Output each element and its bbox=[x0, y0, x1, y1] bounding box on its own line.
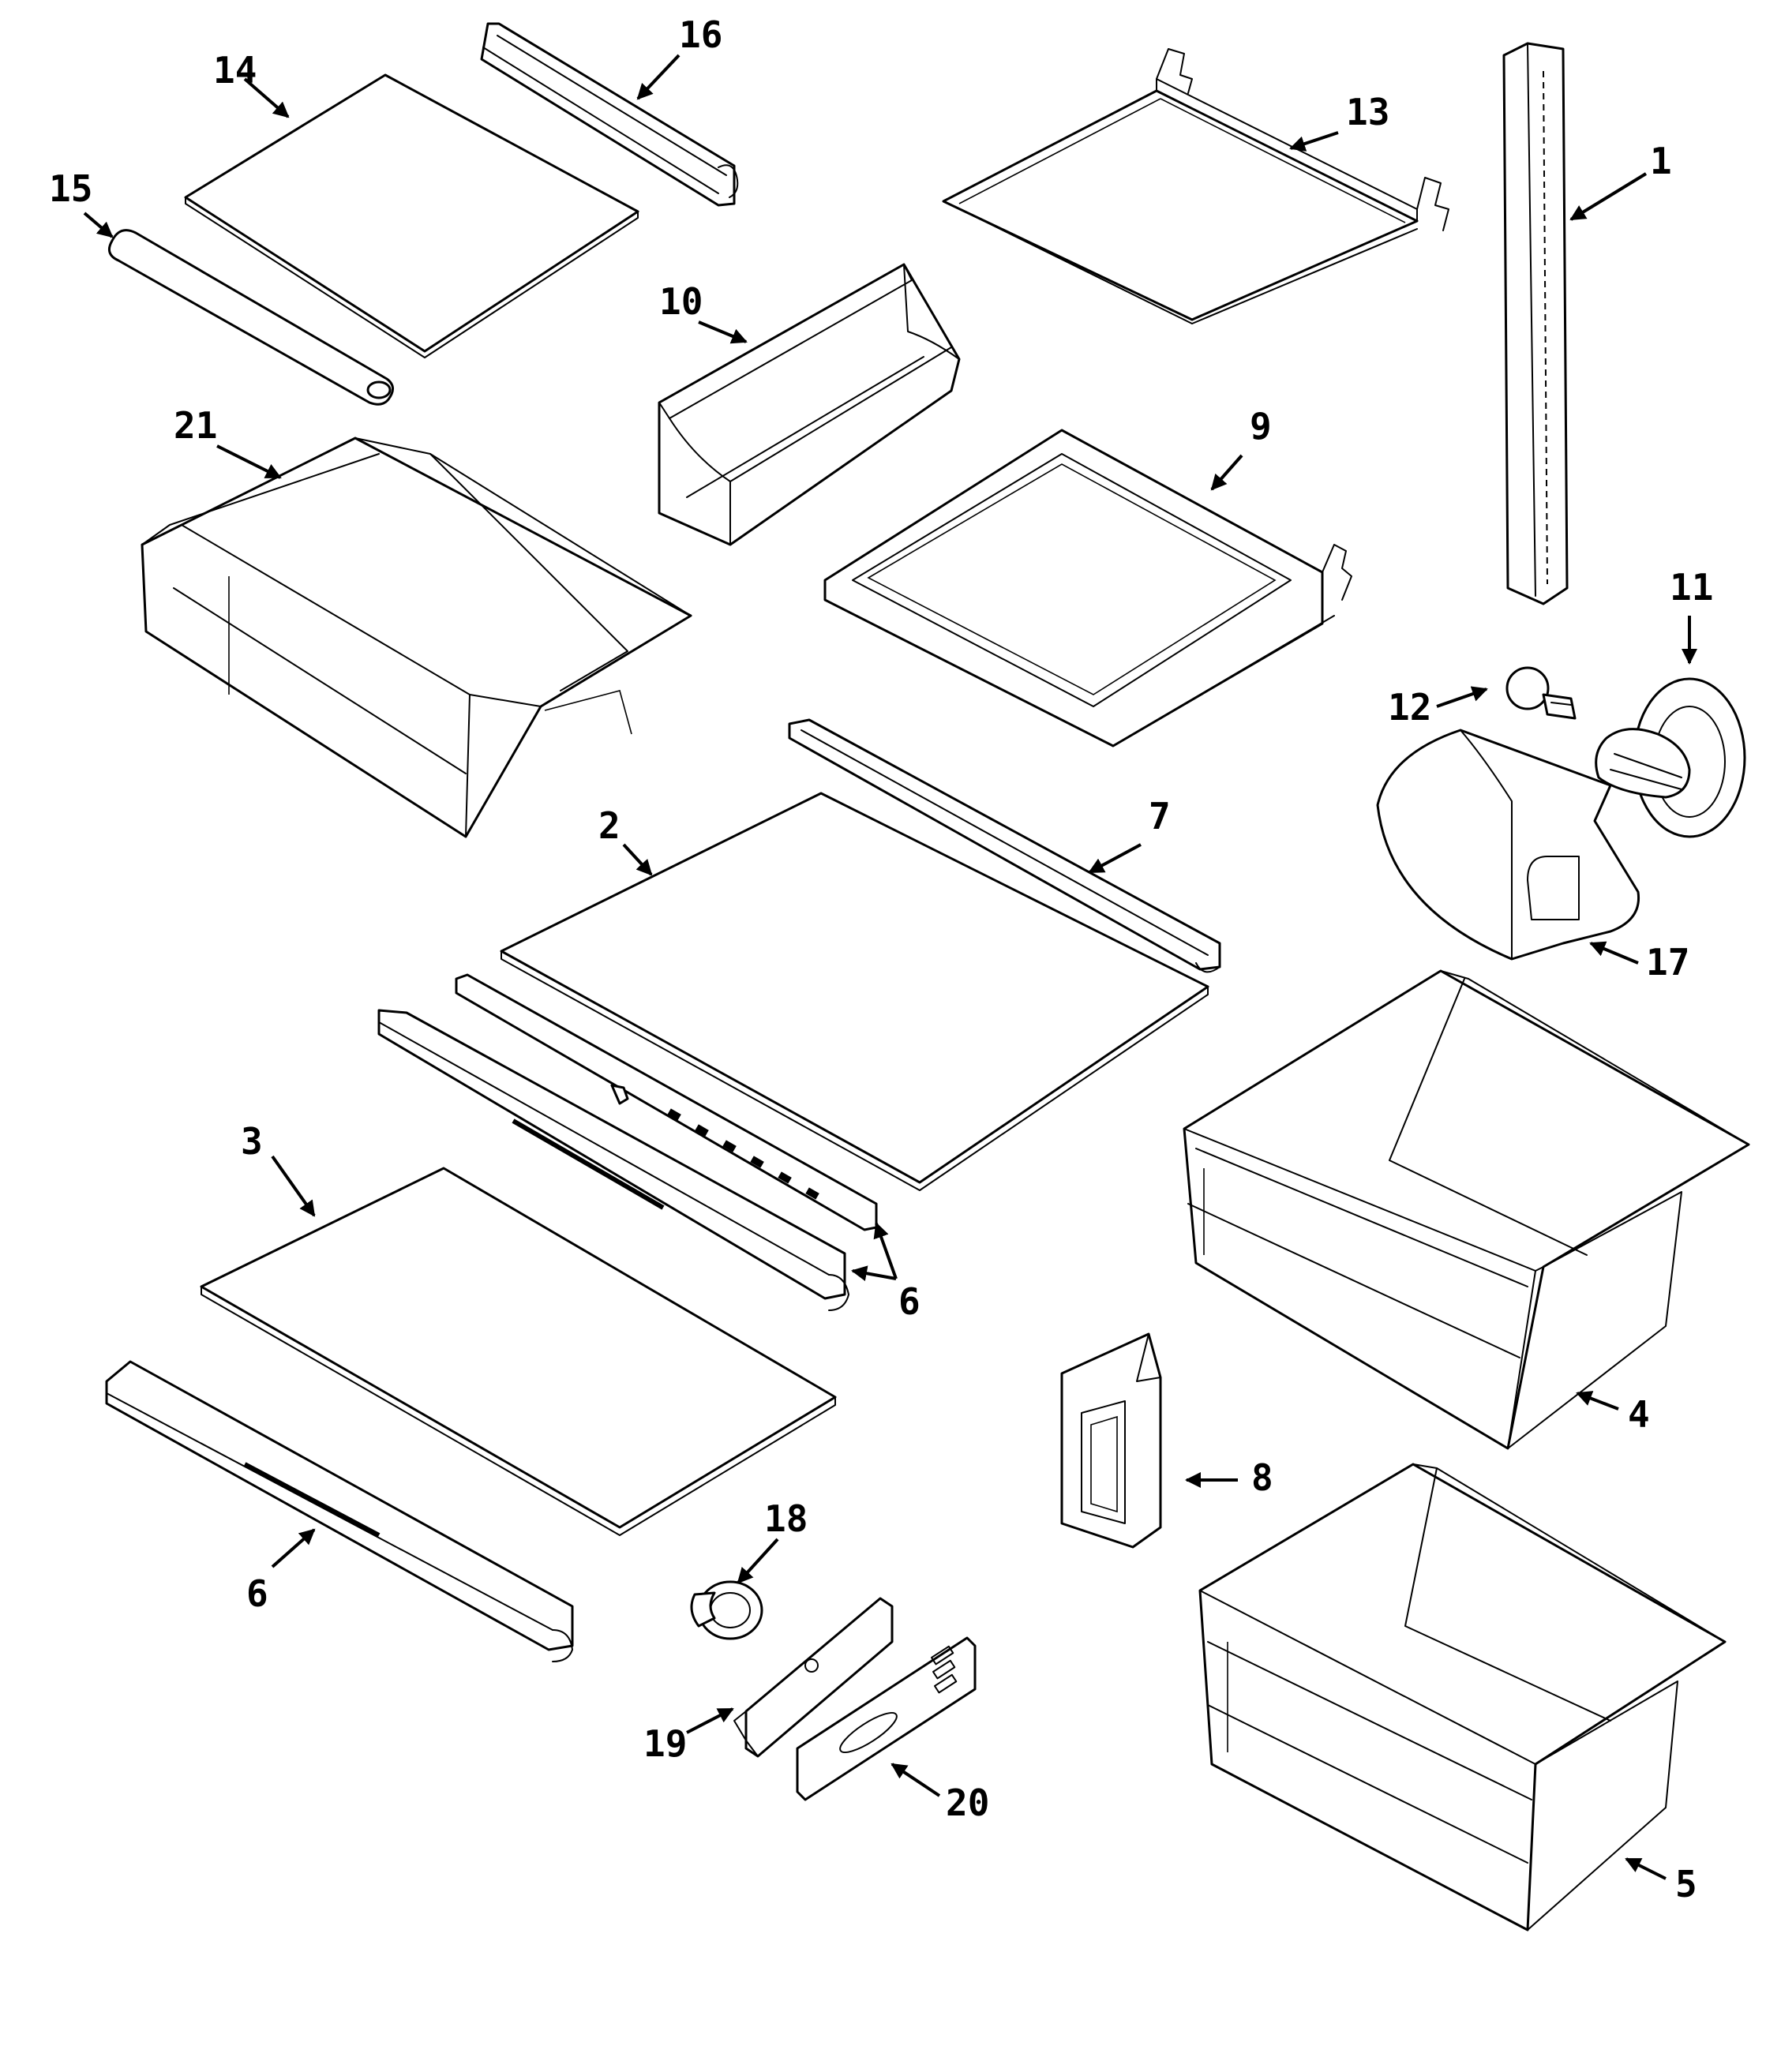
callout-12: 12 bbox=[1388, 686, 1431, 729]
callout-18: 18 bbox=[764, 1497, 808, 1540]
callout-15: 15 bbox=[49, 167, 92, 210]
callout-20: 20 bbox=[946, 1782, 989, 1824]
callout-16: 16 bbox=[679, 13, 722, 56]
part-2-glass-shelf bbox=[500, 792, 1209, 1191]
part-7-shelf-rail bbox=[788, 718, 1221, 973]
part-4-crisper-drawer bbox=[1183, 969, 1750, 1450]
callout-5: 5 bbox=[1675, 1863, 1697, 1905]
callout-10: 10 bbox=[659, 280, 703, 323]
callout-2: 2 bbox=[598, 804, 621, 847]
part-5-crisper-drawer bbox=[1198, 1463, 1727, 1931]
part-8-control-housing bbox=[1060, 1332, 1162, 1549]
part-13-wire-shelf bbox=[942, 48, 1449, 324]
part-19-control-plate bbox=[733, 1597, 894, 1758]
part-12-light-bulb bbox=[1505, 666, 1577, 720]
part-20-control-panel bbox=[796, 1636, 977, 1801]
callout-21: 21 bbox=[174, 404, 217, 447]
callout-9: 9 bbox=[1250, 405, 1272, 448]
part-21-crisper-drawer bbox=[141, 437, 692, 838]
callout-11: 11 bbox=[1670, 566, 1713, 609]
part-6-lower-shelf-trim bbox=[105, 1360, 574, 1662]
part-18-control-knob bbox=[690, 1580, 763, 1640]
part-16-shelf-trim bbox=[480, 22, 739, 207]
part-9-framed-shelf bbox=[823, 429, 1352, 747]
part-11-light-socket bbox=[1595, 677, 1746, 838]
callout-6-lower: 6 bbox=[246, 1572, 268, 1615]
callout-17: 17 bbox=[1646, 941, 1689, 984]
callout-4: 4 bbox=[1628, 1393, 1650, 1436]
leader-lines bbox=[83, 54, 1697, 1880]
callout-labels: 1 2 3 4 5 6 6 7 8 9 10 11 12 13 14 15 16… bbox=[49, 13, 1713, 1905]
callout-3: 3 bbox=[241, 1120, 263, 1163]
callout-1: 1 bbox=[1650, 140, 1672, 182]
callout-7: 7 bbox=[1149, 795, 1171, 837]
callout-6-upper: 6 bbox=[898, 1280, 920, 1323]
part-1-shelf-ladder-rail bbox=[1502, 42, 1569, 605]
part-3-glass-shelf bbox=[200, 1167, 837, 1536]
callout-8: 8 bbox=[1251, 1456, 1273, 1499]
part-10-dairy-bin bbox=[658, 263, 961, 546]
part-14-glass-shelf bbox=[184, 73, 639, 358]
callout-13: 13 bbox=[1346, 91, 1389, 133]
part-15-rod bbox=[107, 229, 394, 406]
callout-19: 19 bbox=[643, 1722, 687, 1765]
part-17-light-cover bbox=[1376, 729, 1640, 961]
callout-14: 14 bbox=[213, 49, 257, 92]
